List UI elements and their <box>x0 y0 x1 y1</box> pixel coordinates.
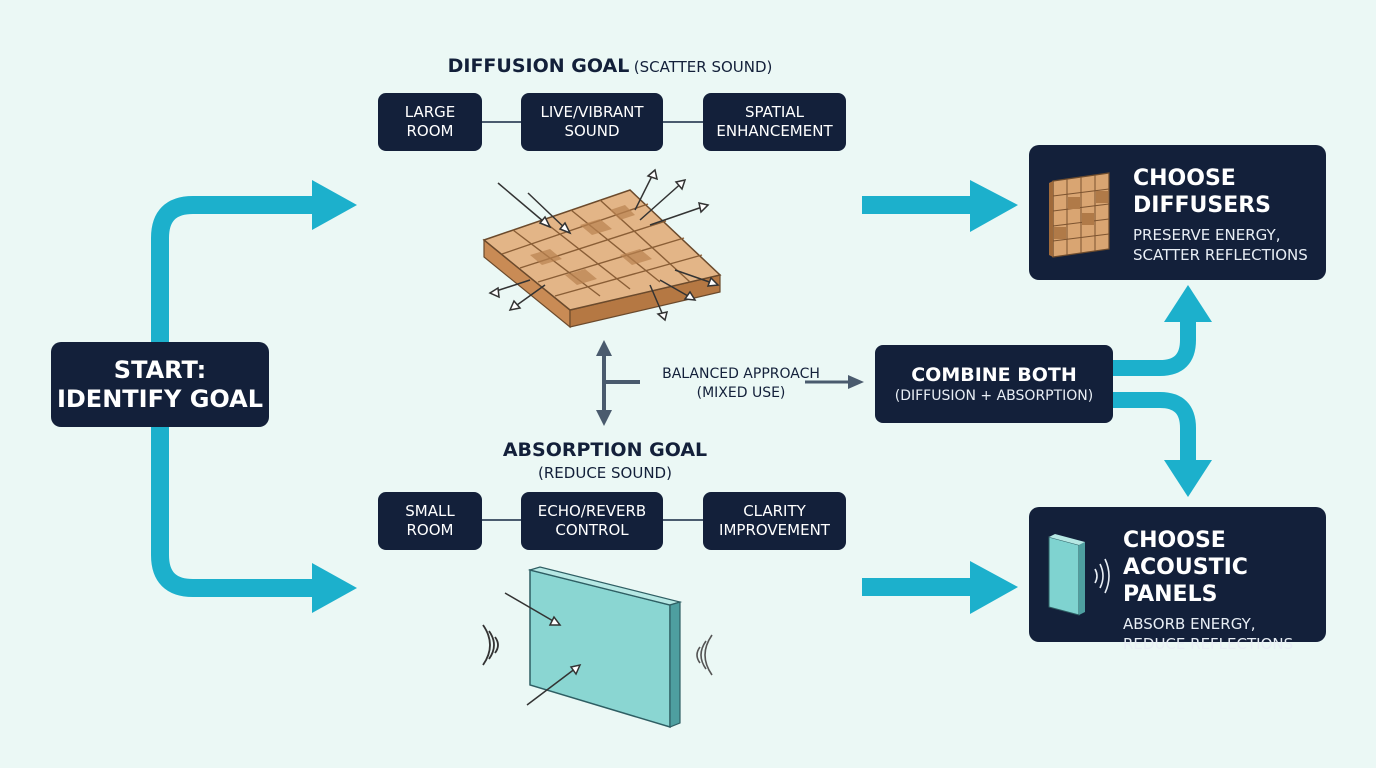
factor-line-2: ENHANCEMENT <box>716 122 833 140</box>
panels-desc-line-2: REDUCE REFLECTIONS <box>1123 635 1294 653</box>
diffusion-goal-heading: DIFFUSION GOAL (SCATTER SOUND) <box>380 55 840 77</box>
arrow-balanced-up <box>596 340 612 356</box>
branch-connector-down <box>151 427 320 597</box>
panels-title-line-1: CHOOSE <box>1123 528 1226 553</box>
factor-line-2: IMPROVEMENT <box>719 521 830 539</box>
branch-connector-up <box>151 196 320 342</box>
diffuser-icon <box>1049 172 1110 258</box>
choose-diffusers-node: CHOOSE DIFFUSERS PRESERVE ENERGY, SCATTE… <box>1029 145 1326 280</box>
arrow-balanced-right <box>848 375 864 389</box>
arrow-to-panels <box>970 561 1018 614</box>
diffusers-desc-line-1: PRESERVE ENERGY, <box>1133 226 1281 244</box>
panels-title-line-2: ACOUSTIC PANELS <box>1123 555 1248 607</box>
start-node: START: IDENTIFY GOAL <box>51 342 269 427</box>
balanced-line-1: BALANCED APPROACH <box>662 366 820 382</box>
diffusion-goal-subtitle: (SCATTER SOUND) <box>633 58 773 76</box>
arrow-combine-down <box>1164 460 1212 497</box>
start-line-2: IDENTIFY GOAL <box>56 384 264 413</box>
absorption-goal-subtitle: (REDUCE SOUND) <box>538 464 672 482</box>
balanced-approach-label: BALANCED APPROACH (MIXED USE) <box>642 365 840 403</box>
arrow-to-absorption <box>312 563 357 613</box>
diffusion-goal-title: DIFFUSION GOAL <box>447 55 630 77</box>
diffusers-title-line-1: CHOOSE <box>1133 166 1236 191</box>
combine-both-node: COMBINE BOTH (DIFFUSION + ABSORPTION) <box>875 345 1113 423</box>
arrow-balanced-down <box>596 410 612 426</box>
absorption-goal-title: ABSORPTION GOAL <box>502 439 708 461</box>
factor-line-1: CLARITY <box>743 502 806 520</box>
diffuser-illustration <box>482 168 722 329</box>
combine-subtitle: (DIFFUSION + ABSORPTION) <box>894 387 1094 404</box>
arrow-combine-up <box>1164 285 1212 322</box>
panels-desc-line-1: ABSORB ENERGY, <box>1123 615 1256 633</box>
sound-wave-icon <box>482 624 499 666</box>
factor-line-2: CONTROL <box>555 521 629 539</box>
choose-acoustic-panels-node: CHOOSE ACOUSTIC PANELS ABSORB ENERGY, RE… <box>1029 507 1326 653</box>
arrow-to-diffusers <box>970 180 1018 232</box>
absorption-goal-heading: ABSORPTION GOAL (REDUCE SOUND) <box>480 438 730 484</box>
start-line-1: START: <box>113 355 207 384</box>
diffusers-desc-line-2: SCATTER REFLECTIONS <box>1133 246 1308 264</box>
factor-line-1: LIVE/VIBRANT <box>540 103 644 121</box>
balanced-line-2: (MIXED USE) <box>696 385 786 401</box>
factor-line-1: SMALL <box>405 502 455 520</box>
factor-line-2: ROOM <box>406 521 454 539</box>
factor-line-1: SPATIAL <box>745 103 804 121</box>
acoustic-panel-illustration <box>482 566 713 729</box>
factor-line-2: ROOM <box>406 122 454 140</box>
factor-line-1: ECHO/REVERB <box>537 502 647 520</box>
factor-line-1: LARGE <box>404 103 456 121</box>
diffusers-title-line-2: DIFFUSERS <box>1133 193 1272 218</box>
panel-icon <box>1048 534 1110 616</box>
arrow-to-diffusion <box>312 180 357 230</box>
factor-line-2: SOUND <box>564 122 620 140</box>
combine-title: COMBINE BOTH <box>911 363 1077 386</box>
